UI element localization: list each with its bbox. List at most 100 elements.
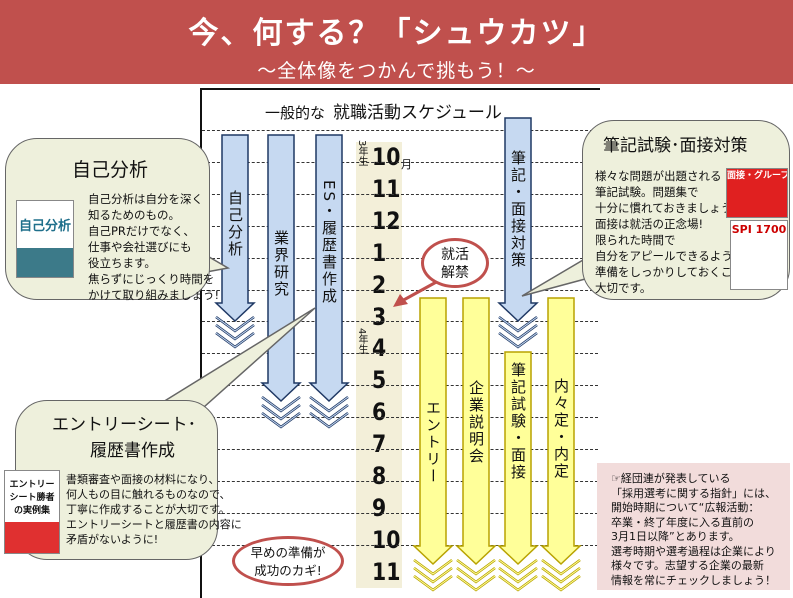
text-line: 開始時期について“広報活動： <box>611 501 760 514</box>
book-entry-sheet: エントリーシート勝者の実例集 <box>4 470 60 554</box>
month-label: 11 <box>372 174 401 203</box>
chevron-down-icon <box>456 575 496 591</box>
kaikin-callout: 就活解禁 <box>421 238 489 288</box>
text-line: かけて取り組みましょう! <box>88 288 220 302</box>
text-line: 様々です。志望する企業の最新 <box>611 559 764 572</box>
chevron-down-icon <box>498 316 538 332</box>
text-line: 様々な問題が出題される <box>595 169 722 183</box>
month-label: 7 <box>372 430 387 459</box>
chevron-down-icon <box>215 324 255 340</box>
text-line: 知るためのもの。 <box>88 208 180 222</box>
month-label: 9 <box>372 493 387 522</box>
year-4-label: 4年生 <box>356 328 367 355</box>
chevron-down-icon <box>541 567 581 583</box>
text-line: 仕事や会社選びにも <box>88 240 192 254</box>
book-title: 自己分析 <box>18 219 71 234</box>
text-line: 丁寧に作成することが大切です。 <box>66 503 230 516</box>
chevron-down-icon <box>413 559 453 575</box>
text-line: 準備をしっかりしておくことが <box>595 265 756 279</box>
month-label: 6 <box>372 398 387 427</box>
arrow-1 <box>214 134 256 349</box>
text-line: 選考時期や選考過程は企業により <box>611 544 776 558</box>
grid-line <box>202 257 598 259</box>
guideline-note: ☞経団連が発表している「採用選考に関する指針」には、開始時期について“広報活動：… <box>597 463 790 590</box>
month-label: 10 <box>372 143 401 171</box>
activity-label: 内々定・内定 <box>552 378 570 480</box>
chevron-down-icon <box>456 567 496 583</box>
bubble-entry-text: 書類審査や面接の材料になり、何人もの目に触れるものなので、丁寧に作成することが大… <box>66 472 242 547</box>
activity-label: 筆記試験・面接 <box>509 362 527 481</box>
text-line: 卒業・終了年度に入る直前の <box>611 515 754 529</box>
grid-line <box>202 321 598 323</box>
grid-line <box>202 544 598 546</box>
chevron-down-icon <box>261 396 301 412</box>
activity-label: 筆記・面接対策 <box>509 150 527 269</box>
grid-line <box>202 449 598 450</box>
month-suffix: 月 <box>401 158 412 171</box>
schedule-frame <box>200 88 600 598</box>
month-label: 8 <box>372 462 387 490</box>
chevron-down-icon <box>498 332 538 348</box>
chevron-down-icon <box>541 559 581 575</box>
grid-line <box>202 289 598 291</box>
activity-label: 企業説明会 <box>467 380 485 465</box>
month-label: 10 <box>372 525 401 554</box>
grid-line <box>202 161 598 163</box>
chevron-down-icon <box>309 412 349 428</box>
text-line: 自己分析は自分を深く <box>88 192 203 206</box>
text-line: 限られた時間で <box>595 233 676 247</box>
text-line: ☞経団連が発表している <box>611 472 731 485</box>
text-line: 何人もの目に触れるものなので、 <box>66 488 231 501</box>
grid-line <box>202 512 598 514</box>
month-label: 3 <box>372 302 387 331</box>
text-line: 自分をアピールできるように、 <box>595 249 756 263</box>
book-title: エントリーシート勝者の実例集 <box>9 480 55 516</box>
text-line: 焦らずにじっくり時間を <box>88 272 215 286</box>
chevron-down-icon <box>498 559 538 575</box>
chevron-down-icon <box>541 575 581 591</box>
grid-line <box>202 480 598 482</box>
month-label: 1 <box>372 238 387 267</box>
activity-label: ES・履歴書作成 <box>320 180 338 305</box>
text-line: 十分に慣れておきましょう! <box>595 201 737 215</box>
chevron-down-icon <box>215 316 255 332</box>
grid-line <box>202 353 598 355</box>
chevron-down-icon <box>261 404 301 420</box>
chevron-down-icon <box>215 332 255 348</box>
bubble-self-text: 自己分析は自分を深く知るためのもの。自己PRだけでなく、仕事や会社選びにも役立ち… <box>88 191 219 303</box>
grid-line <box>202 225 598 227</box>
text-line: 情報を常にチェックしましょう！ <box>611 573 776 587</box>
page-subtitle: ～全体像をつかんで挑もう！～ <box>257 60 536 82</box>
book-interview: 面接・グループ <box>726 168 788 218</box>
arrow-5 <box>412 297 454 592</box>
early-prep-text: 早めの準備が成功のカギ! <box>250 545 326 578</box>
bubble-title-2: 履歴書作成 <box>90 441 175 461</box>
text-line: 書類審査や面接の材料になり、 <box>66 473 220 486</box>
text-line: 面接は就活の正念場! <box>595 217 704 231</box>
activity-label: 自己分析 <box>226 190 244 258</box>
title-main: 就職活動スケジュール <box>333 103 502 123</box>
month-label: 2 <box>372 270 387 299</box>
chevron-down-icon <box>413 575 453 591</box>
text-line: エントリーシートと履歴書の内容に <box>66 518 242 531</box>
chevron-down-icon <box>498 324 538 340</box>
bubble-title: 筆記試験･面接対策 <box>603 136 748 156</box>
bubble-title-1: エントリーシート･ <box>52 415 197 435</box>
chevron-down-icon <box>498 575 538 591</box>
title-prefix: 一般的な <box>265 104 326 122</box>
arrow-3 <box>308 134 350 429</box>
month-label: 12 <box>372 206 401 235</box>
chevron-down-icon <box>261 412 301 428</box>
month-label: 11 <box>372 557 401 586</box>
book-title: SPI 1700 <box>731 223 787 236</box>
schedule-title: 一般的な就職活動スケジュール <box>265 98 502 123</box>
grid-line <box>202 130 598 131</box>
text-line: 大切です。 <box>595 281 652 295</box>
early-prep-callout: 早めの準備が成功のカギ! <box>232 536 344 586</box>
text-line: 筆記試験。問題集で <box>595 185 699 199</box>
month-label: 5 <box>372 366 387 395</box>
activity-label: 業界研究 <box>272 230 290 298</box>
text-line: 「採用選考に関する指針」には、 <box>611 486 776 500</box>
text-line: 矛盾がないように! <box>66 533 159 546</box>
